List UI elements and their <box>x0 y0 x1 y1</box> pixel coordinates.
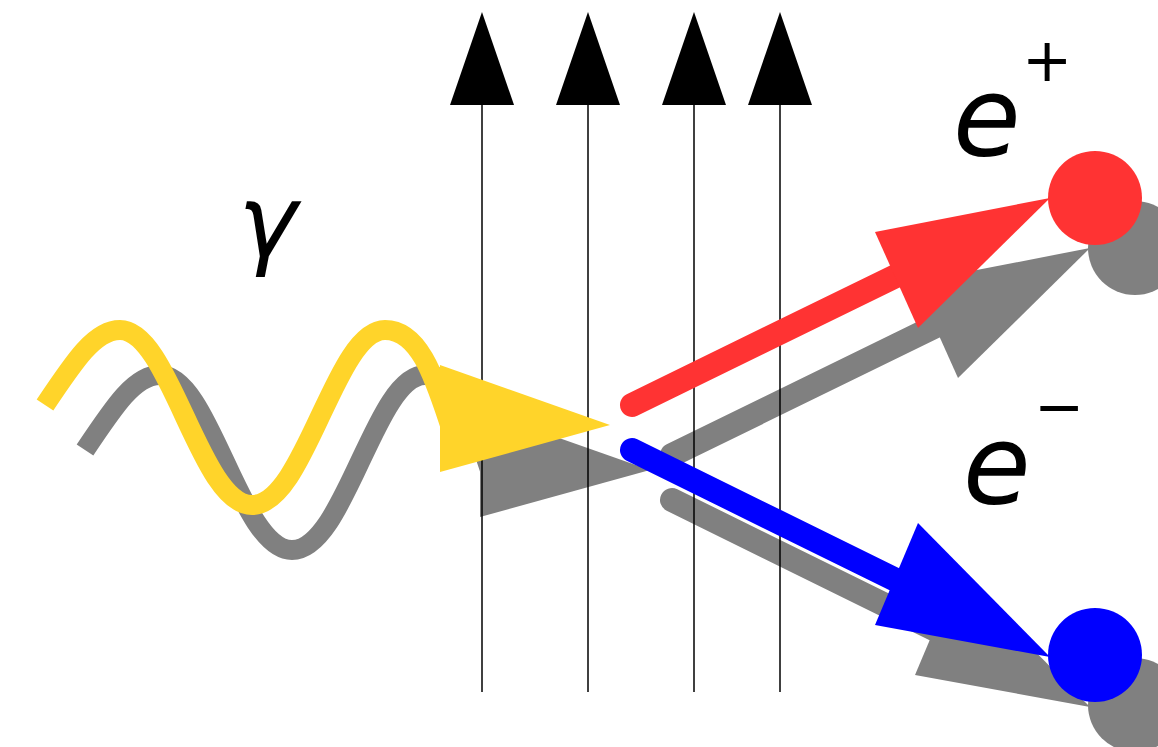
positron-dot <box>1048 151 1142 245</box>
photon-wave <box>45 330 450 505</box>
particle-symbol: e <box>963 410 1031 520</box>
field-line <box>779 100 781 692</box>
photon-arrowhead <box>440 365 610 472</box>
particle-symbol: e <box>953 62 1021 172</box>
electron-arrowhead <box>875 523 1050 657</box>
field-line <box>587 100 589 692</box>
photon-symbol: γ <box>238 172 297 272</box>
field-arrowhead <box>748 12 812 105</box>
positron-track <box>632 274 900 405</box>
positron-arrowhead <box>875 198 1050 328</box>
positron-track-shadow <box>672 324 940 455</box>
charge-superscript: + <box>1022 30 1072 90</box>
field-arrowhead <box>556 12 620 105</box>
charge-superscript: − <box>1034 376 1084 436</box>
field-arrowhead <box>450 12 514 105</box>
electron-track <box>632 450 900 582</box>
electron-dot <box>1048 608 1142 702</box>
field-line <box>693 100 695 692</box>
shadow-group <box>85 201 1158 747</box>
field-arrowhead <box>662 12 726 105</box>
